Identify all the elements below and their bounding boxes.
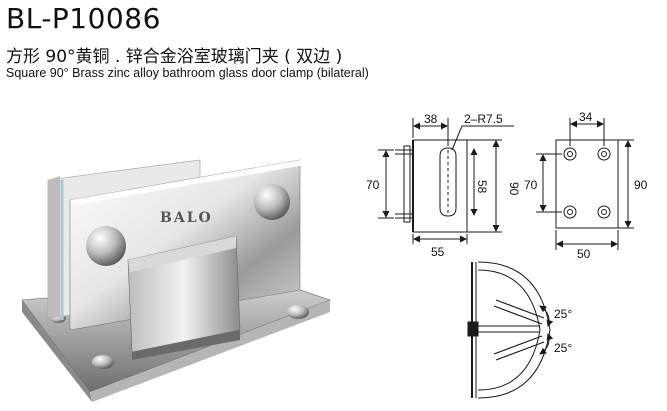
front-view-drawing xyxy=(536,118,634,250)
front-dim-90: 90 xyxy=(634,178,648,192)
front-body xyxy=(69,159,301,331)
brand-logo: BALO xyxy=(160,210,213,226)
rotation-angle-upper: 25° xyxy=(554,307,572,321)
product-name-en: Square 90° Brass zinc alloy bathroom gla… xyxy=(6,66,369,80)
front-view-plate xyxy=(555,139,619,229)
clamp-photo: BALO xyxy=(21,159,331,402)
front-dim-50: 50 xyxy=(577,247,591,261)
cap-knob-icon xyxy=(86,226,126,266)
product-code: BL-P10086 xyxy=(6,2,161,35)
product-name-cn: 方形 90°黄铜 . 锌合金浴室玻璃门夹 ( 双边 ) xyxy=(6,47,343,67)
side-view-drawing xyxy=(378,118,514,244)
side-dim-55: 55 xyxy=(431,245,445,259)
side-dim-58: 58 xyxy=(475,180,489,194)
side-dim-38: 38 xyxy=(424,112,438,126)
cap-knob-icon xyxy=(254,184,290,220)
front-dim-70: 70 xyxy=(524,178,538,192)
rotation-drawing xyxy=(467,261,554,399)
rotation-angle-lower: 25° xyxy=(554,341,572,355)
side-dim-90: 90 xyxy=(507,182,521,196)
side-dim-radius: 2–R7.5 xyxy=(464,112,503,126)
base-screw-icon xyxy=(92,355,114,369)
base-screw-icon xyxy=(287,305,309,319)
front-dim-34: 34 xyxy=(579,110,593,124)
side-dim-70: 70 xyxy=(366,178,380,192)
